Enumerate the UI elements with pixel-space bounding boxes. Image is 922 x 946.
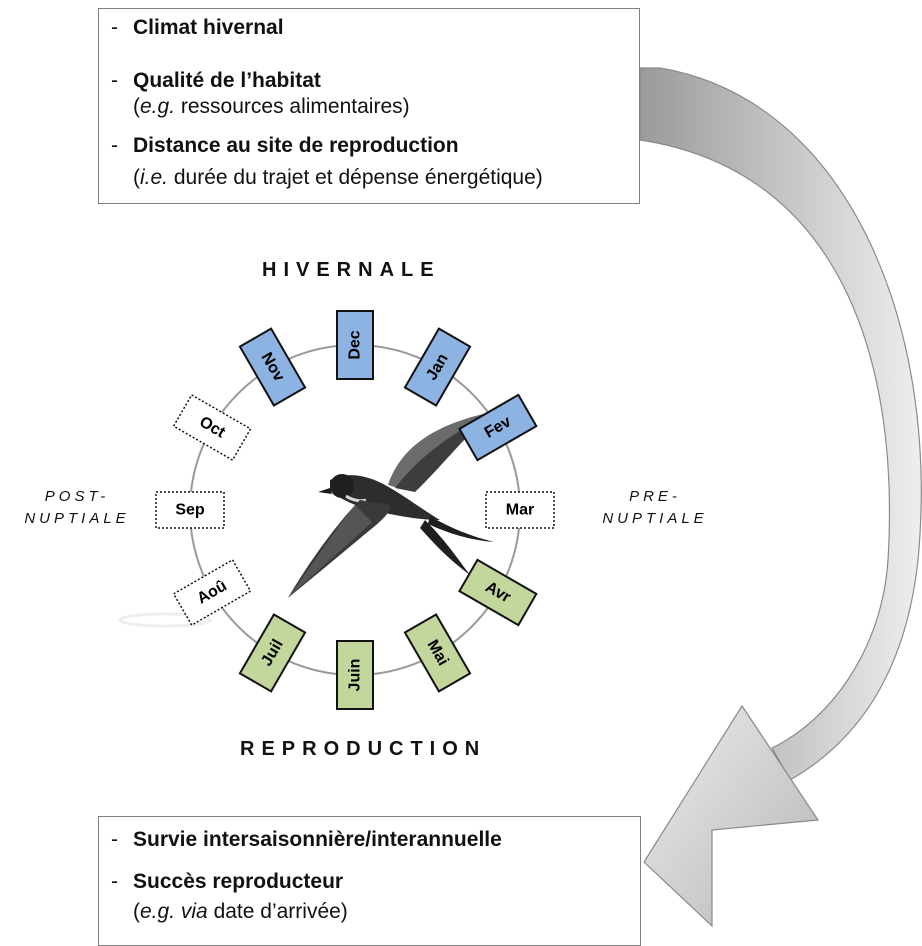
month-avr: Avr (458, 558, 538, 627)
flow-arrow-head (643, 704, 820, 928)
factor-distance: Distance au site de reproduction (133, 134, 459, 157)
abbrev: e.g. (140, 95, 176, 118)
detail-text: durée du trajet et dépense énergétique) (168, 166, 543, 189)
paren: ( (133, 900, 140, 923)
bullet-dash: - (111, 69, 118, 92)
month-box (238, 613, 307, 693)
bullet-dash: - (111, 134, 118, 157)
pre-nuptial-line2: NUPTIALE (602, 510, 708, 527)
month-box (238, 327, 307, 407)
month-juin: Juin (336, 640, 374, 710)
month-oct: Oct (172, 393, 252, 462)
factor-item-2-detail: (e.g. ressources alimentaires) (133, 94, 410, 120)
month-sep: Sep (155, 491, 225, 529)
month-box (458, 393, 538, 462)
month-box (155, 491, 225, 529)
winter-factors-box: -Climat hivernal -Qualité de l’habitat (… (98, 8, 640, 204)
paren: ( (133, 166, 140, 189)
month-mar: Mar (485, 491, 555, 529)
month-jan: Jan (403, 327, 472, 407)
season-label-breeding: REPRODUCTION (240, 738, 487, 760)
season-label-winter: HIVERNALE (262, 259, 441, 281)
month-box (336, 640, 374, 710)
month-label: Mar (506, 502, 534, 519)
factor-item-1: -Climat hivernal (111, 15, 284, 41)
month-juil: Juil (238, 613, 307, 693)
factor-habitat: Qualité de l’habitat (133, 69, 321, 92)
swallow-icon (288, 412, 494, 598)
month-box (485, 491, 555, 529)
post-nuptial-label: POST- NUPTIALE (2, 486, 152, 530)
month-label: Dec (347, 330, 364, 359)
month-nov: Nov (238, 327, 307, 407)
month-label: Juin (347, 659, 364, 692)
month-label: Sep (175, 502, 205, 519)
consequence-survival: Survie intersaisonnière/interannuelle (133, 828, 502, 851)
abbrev: i.e. (140, 166, 169, 189)
month-mai: Mai (403, 613, 472, 693)
consequence-breeding-success: Succès reproducteur (133, 870, 344, 893)
flow-arrow-body (639, 67, 922, 781)
pre-nuptial-line1: PRE- (629, 488, 681, 505)
detail-text: date d’arrivée) (207, 900, 348, 923)
abbrev: e.g. (140, 900, 176, 923)
consequence-item-1: -Survie intersaisonnière/interannuelle (111, 827, 502, 853)
consequences-box: -Survie intersaisonnière/interannuelle -… (98, 816, 641, 946)
post-nuptial-line2: NUPTIALE (24, 510, 130, 527)
month-box (172, 393, 252, 462)
month-box (403, 327, 472, 407)
bird-shadow (118, 612, 212, 628)
detail-text: ressources alimentaires) (175, 95, 410, 118)
month-box (336, 310, 374, 380)
bullet-dash: - (111, 16, 118, 39)
pre-nuptial-label: PRE- NUPTIALE (580, 486, 730, 530)
bullet-dash: - (111, 870, 118, 893)
factor-climate: Climat hivernal (133, 16, 284, 39)
month-dec: Dec (336, 310, 374, 380)
month-fev: Fev (458, 393, 538, 462)
month-box (403, 613, 472, 693)
factor-item-3-detail: (i.e. durée du trajet et dépense énergét… (133, 165, 543, 191)
consequence-item-2-detail: (e.g. via date d’arrivée) (133, 899, 348, 925)
factor-item-3: -Distance au site de reproduction (111, 133, 459, 159)
consequence-item-2: -Succès reproducteur (111, 869, 343, 895)
month-box (458, 558, 538, 627)
bullet-dash: - (111, 828, 118, 851)
paren: ( (133, 95, 140, 118)
factor-item-2: -Qualité de l’habitat (111, 68, 321, 94)
post-nuptial-line1: POST- (44, 488, 110, 505)
abbrev-via: via (180, 900, 208, 923)
